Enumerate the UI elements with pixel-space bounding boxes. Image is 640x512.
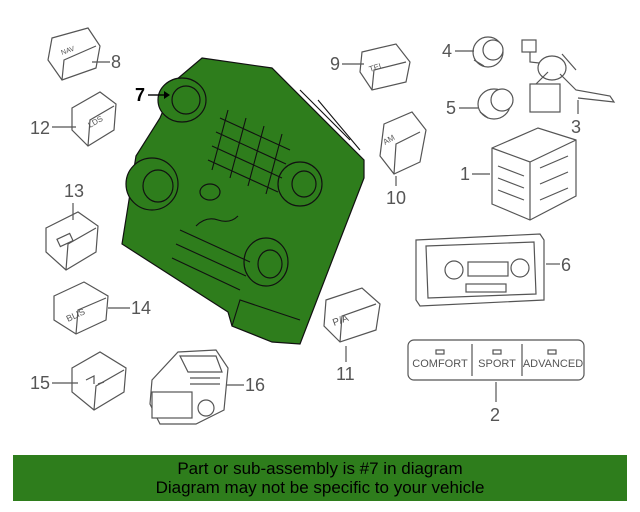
part-9-tel-button[interactable]: TEL xyxy=(359,43,411,91)
part-11-pa-button[interactable]: P/A xyxy=(323,287,381,343)
part-12-button[interactable]: LDS xyxy=(71,91,117,147)
callout-12: 12 xyxy=(30,118,76,138)
callout-8: 8 xyxy=(92,52,121,72)
part-13-button[interactable] xyxy=(45,211,99,271)
svg-text:5: 5 xyxy=(446,98,456,118)
callout-15: 15 xyxy=(30,373,78,393)
svg-text:1: 1 xyxy=(460,164,470,184)
callout-4: 4 xyxy=(442,41,474,61)
callout-14: 14 xyxy=(108,298,151,318)
part-5-knob[interactable] xyxy=(477,88,514,120)
svg-text:2: 2 xyxy=(490,405,500,425)
svg-text:14: 14 xyxy=(131,298,151,318)
svg-text:15: 15 xyxy=(30,373,50,393)
svg-text:11: 11 xyxy=(336,364,355,384)
part-3-connector[interactable] xyxy=(521,39,616,113)
part-10-am-button[interactable]: AM xyxy=(379,111,427,175)
svg-text:TEL: TEL xyxy=(368,61,385,74)
svg-text:P/A: P/A xyxy=(331,313,350,329)
svg-text:16: 16 xyxy=(245,375,265,395)
part-7-climate-control-panel[interactable] xyxy=(121,57,365,345)
part-2-drive-mode-buttons[interactable]: COMFORT SPORT ADVANCED xyxy=(407,339,585,381)
part-1-module[interactable] xyxy=(491,127,577,221)
sport-label: SPORT xyxy=(478,358,516,370)
callout-6: 6 xyxy=(546,255,571,275)
svg-text:3: 3 xyxy=(571,117,581,137)
callout-9: 9 xyxy=(330,54,364,74)
part-16-switch[interactable] xyxy=(149,349,229,425)
svg-text:9: 9 xyxy=(330,54,340,74)
callout-3: 3 xyxy=(571,100,581,137)
svg-text:7: 7 xyxy=(135,85,145,105)
svg-text:8: 8 xyxy=(111,52,121,72)
part-8-button[interactable]: NAV xyxy=(47,27,101,81)
svg-text:13: 13 xyxy=(64,181,84,201)
part-4-knob[interactable] xyxy=(472,36,504,68)
comfort-label: COMFORT xyxy=(412,358,468,370)
callout-16: 16 xyxy=(226,375,265,395)
parts-diagram: NAV 8 LDS 12 13 BLIS 14 15 xyxy=(30,27,616,425)
callout-13: 13 xyxy=(64,181,84,220)
callout-5: 5 xyxy=(446,98,478,118)
callout-7: 7 xyxy=(135,85,170,105)
callout-11: 11 xyxy=(336,346,355,384)
part-15-button[interactable] xyxy=(71,351,127,411)
part-14-button[interactable]: BLIS xyxy=(53,281,109,335)
banner-line-2: Diagram may not be specific to your vehi… xyxy=(155,478,485,497)
svg-text:10: 10 xyxy=(386,188,406,208)
svg-text:12: 12 xyxy=(30,118,50,138)
callout-1: 1 xyxy=(460,164,490,184)
callout-10: 10 xyxy=(386,176,406,208)
part-6-panel-face[interactable] xyxy=(415,233,545,307)
advanced-label: ADVANCED xyxy=(523,358,583,370)
svg-text:6: 6 xyxy=(561,255,571,275)
svg-text:NAV: NAV xyxy=(60,45,76,56)
callout-2: 2 xyxy=(490,382,500,425)
info-banner: Part or sub-assembly is #7 in diagram Di… xyxy=(13,455,627,501)
banner-line-1: Part or sub-assembly is #7 in diagram xyxy=(177,459,463,478)
svg-text:4: 4 xyxy=(442,41,452,61)
